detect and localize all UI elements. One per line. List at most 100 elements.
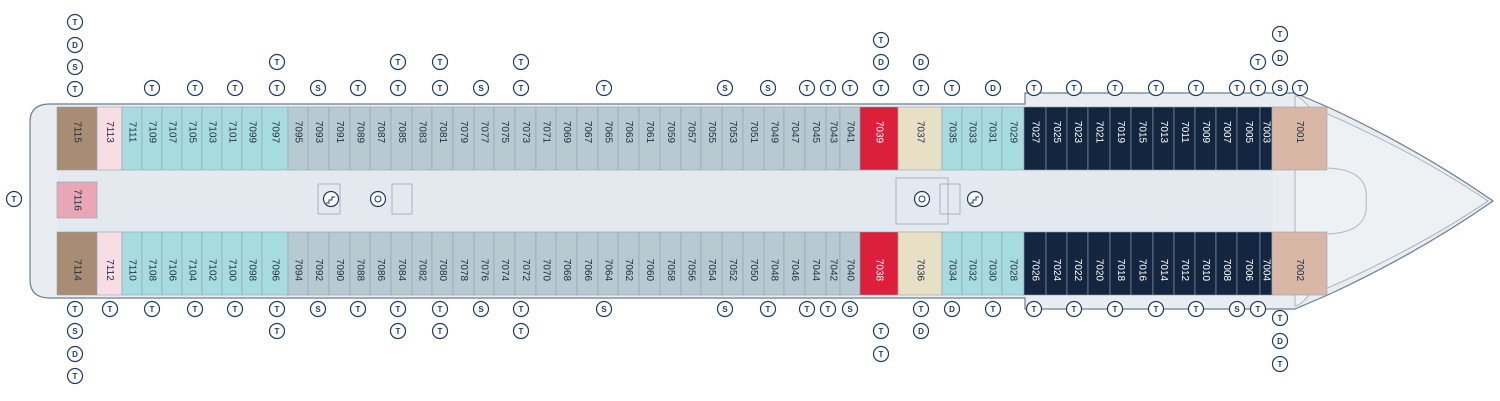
cabin-7110[interactable]: 7110 xyxy=(121,231,143,296)
cabin-7063[interactable]: 7063 xyxy=(617,106,640,171)
cabin-7002[interactable]: 7002 xyxy=(1271,231,1328,296)
cabin-7039[interactable]: 7039 xyxy=(859,106,899,171)
cabin-7106[interactable]: 7106 xyxy=(161,231,183,296)
cabin-7055[interactable]: 7055 xyxy=(700,106,723,171)
cabin-7038[interactable]: 7038 xyxy=(859,231,899,296)
cabin-7113[interactable]: 7113 xyxy=(96,106,123,171)
cabin-7052[interactable]: 7052 xyxy=(721,231,744,296)
cabin-7004[interactable]: 7004 xyxy=(1259,231,1273,296)
cabin-7101[interactable]: 7101 xyxy=(221,106,243,171)
cabin-7025[interactable]: 7025 xyxy=(1045,106,1068,171)
cabin-7084[interactable]: 7084 xyxy=(390,231,413,296)
cabin-7100[interactable]: 7100 xyxy=(221,231,243,296)
cabin-7114[interactable]: 7114 xyxy=(56,231,98,296)
cabin-7087[interactable]: 7087 xyxy=(369,106,392,171)
cabin-7015[interactable]: 7015 xyxy=(1130,106,1154,171)
cabin-7072[interactable]: 7072 xyxy=(514,231,537,296)
cabin-7011[interactable]: 7011 xyxy=(1173,106,1196,171)
cabin-7016[interactable]: 7016 xyxy=(1130,231,1154,296)
cabin-7073[interactable]: 7073 xyxy=(514,106,537,171)
cabin-7086[interactable]: 7086 xyxy=(369,231,392,296)
cabin-7020[interactable]: 7020 xyxy=(1087,231,1111,296)
cabin-7030[interactable]: 7030 xyxy=(981,231,1003,296)
cabin-7058[interactable]: 7058 xyxy=(659,231,682,296)
cabin-7051[interactable]: 7051 xyxy=(742,106,765,171)
cabin-7096[interactable]: 7096 xyxy=(261,231,289,296)
cabin-7089[interactable]: 7089 xyxy=(349,106,371,171)
cabin-7091[interactable]: 7091 xyxy=(328,106,351,171)
cabin-7012[interactable]: 7012 xyxy=(1173,231,1196,296)
cabin-7035[interactable]: 7035 xyxy=(941,106,963,171)
cabin-7085[interactable]: 7085 xyxy=(390,106,413,171)
cabin-7026[interactable]: 7026 xyxy=(1023,231,1047,296)
cabin-7046[interactable]: 7046 xyxy=(783,231,806,296)
cabin-7075[interactable]: 7075 xyxy=(493,106,516,171)
cabin-7008[interactable]: 7008 xyxy=(1215,231,1238,296)
cabin-7080[interactable]: 7080 xyxy=(431,231,454,296)
cabin-7097[interactable]: 7097 xyxy=(261,106,289,171)
cabin-7070[interactable]: 7070 xyxy=(535,231,557,296)
cabin-7077[interactable]: 7077 xyxy=(473,106,495,171)
cabin-7006[interactable]: 7006 xyxy=(1236,231,1261,296)
cabin-7018[interactable]: 7018 xyxy=(1109,231,1132,296)
cabin-7037[interactable]: 7037 xyxy=(897,106,943,171)
cabin-7032[interactable]: 7032 xyxy=(961,231,983,296)
cabin-7098[interactable]: 7098 xyxy=(241,231,263,296)
cabin-7071[interactable]: 7071 xyxy=(535,106,557,171)
cabin-7023[interactable]: 7023 xyxy=(1066,106,1089,171)
cabin-7027[interactable]: 7027 xyxy=(1023,106,1047,171)
cabin-7088[interactable]: 7088 xyxy=(349,231,371,296)
cabin-7040[interactable]: 7040 xyxy=(839,231,861,296)
cabin-7107[interactable]: 7107 xyxy=(161,106,183,171)
cabin-7053[interactable]: 7053 xyxy=(721,106,744,171)
cabin-7076[interactable]: 7076 xyxy=(473,231,495,296)
cabin-7009[interactable]: 7009 xyxy=(1194,106,1217,171)
cabin-7093[interactable]: 7093 xyxy=(307,106,330,171)
cabin-7066[interactable]: 7066 xyxy=(576,231,599,296)
cabin-7090[interactable]: 7090 xyxy=(328,231,351,296)
cabin-7003[interactable]: 7003 xyxy=(1259,106,1273,171)
cabin-7065[interactable]: 7065 xyxy=(597,106,619,171)
cabin-7031[interactable]: 7031 xyxy=(981,106,1003,171)
cabin-7083[interactable]: 7083 xyxy=(411,106,433,171)
cabin-7078[interactable]: 7078 xyxy=(452,231,475,296)
cabin-7001[interactable]: 7001 xyxy=(1271,106,1328,171)
cabin-7081[interactable]: 7081 xyxy=(431,106,454,171)
cabin-7043[interactable]: 7043 xyxy=(825,106,841,171)
cabin-7115[interactable]: 7115 xyxy=(56,106,98,171)
cabin-7007[interactable]: 7007 xyxy=(1215,106,1238,171)
cabin-7028[interactable]: 7028 xyxy=(1001,231,1025,296)
cabin-7061[interactable]: 7061 xyxy=(638,106,661,171)
cabin-7049[interactable]: 7049 xyxy=(763,106,785,171)
cabin-7057[interactable]: 7057 xyxy=(680,106,702,171)
cabin-7033[interactable]: 7033 xyxy=(961,106,983,171)
cabin-7034[interactable]: 7034 xyxy=(941,231,963,296)
cabin-7103[interactable]: 7103 xyxy=(201,106,223,171)
cabin-7067[interactable]: 7067 xyxy=(576,106,599,171)
cabin-7102[interactable]: 7102 xyxy=(201,231,223,296)
cabin-7021[interactable]: 7021 xyxy=(1087,106,1111,171)
cabin-7024[interactable]: 7024 xyxy=(1045,231,1068,296)
cabin-7082[interactable]: 7082 xyxy=(411,231,433,296)
cabin-7041[interactable]: 7041 xyxy=(839,106,861,171)
cabin-7010[interactable]: 7010 xyxy=(1194,231,1217,296)
cabin-7104[interactable]: 7104 xyxy=(181,231,203,296)
cabin-7064[interactable]: 7064 xyxy=(597,231,619,296)
cabin-7042[interactable]: 7042 xyxy=(825,231,841,296)
cabin-7029[interactable]: 7029 xyxy=(1001,106,1025,171)
cabin-7044[interactable]: 7044 xyxy=(804,231,827,296)
cabin-7047[interactable]: 7047 xyxy=(783,106,806,171)
cabin-7022[interactable]: 7022 xyxy=(1066,231,1089,296)
cabin-7092[interactable]: 7092 xyxy=(307,231,330,296)
cabin-7059[interactable]: 7059 xyxy=(659,106,682,171)
cabin-7068[interactable]: 7068 xyxy=(555,231,578,296)
cabin-7060[interactable]: 7060 xyxy=(638,231,661,296)
cabin-7099[interactable]: 7099 xyxy=(241,106,263,171)
cabin-7079[interactable]: 7079 xyxy=(452,106,475,171)
cabin-7108[interactable]: 7108 xyxy=(141,231,163,296)
cabin-7095[interactable]: 7095 xyxy=(287,106,309,171)
cabin-7056[interactable]: 7056 xyxy=(680,231,702,296)
cabin-7062[interactable]: 7062 xyxy=(617,231,640,296)
cabin-7005[interactable]: 7005 xyxy=(1236,106,1261,171)
cabin-7019[interactable]: 7019 xyxy=(1109,106,1132,171)
